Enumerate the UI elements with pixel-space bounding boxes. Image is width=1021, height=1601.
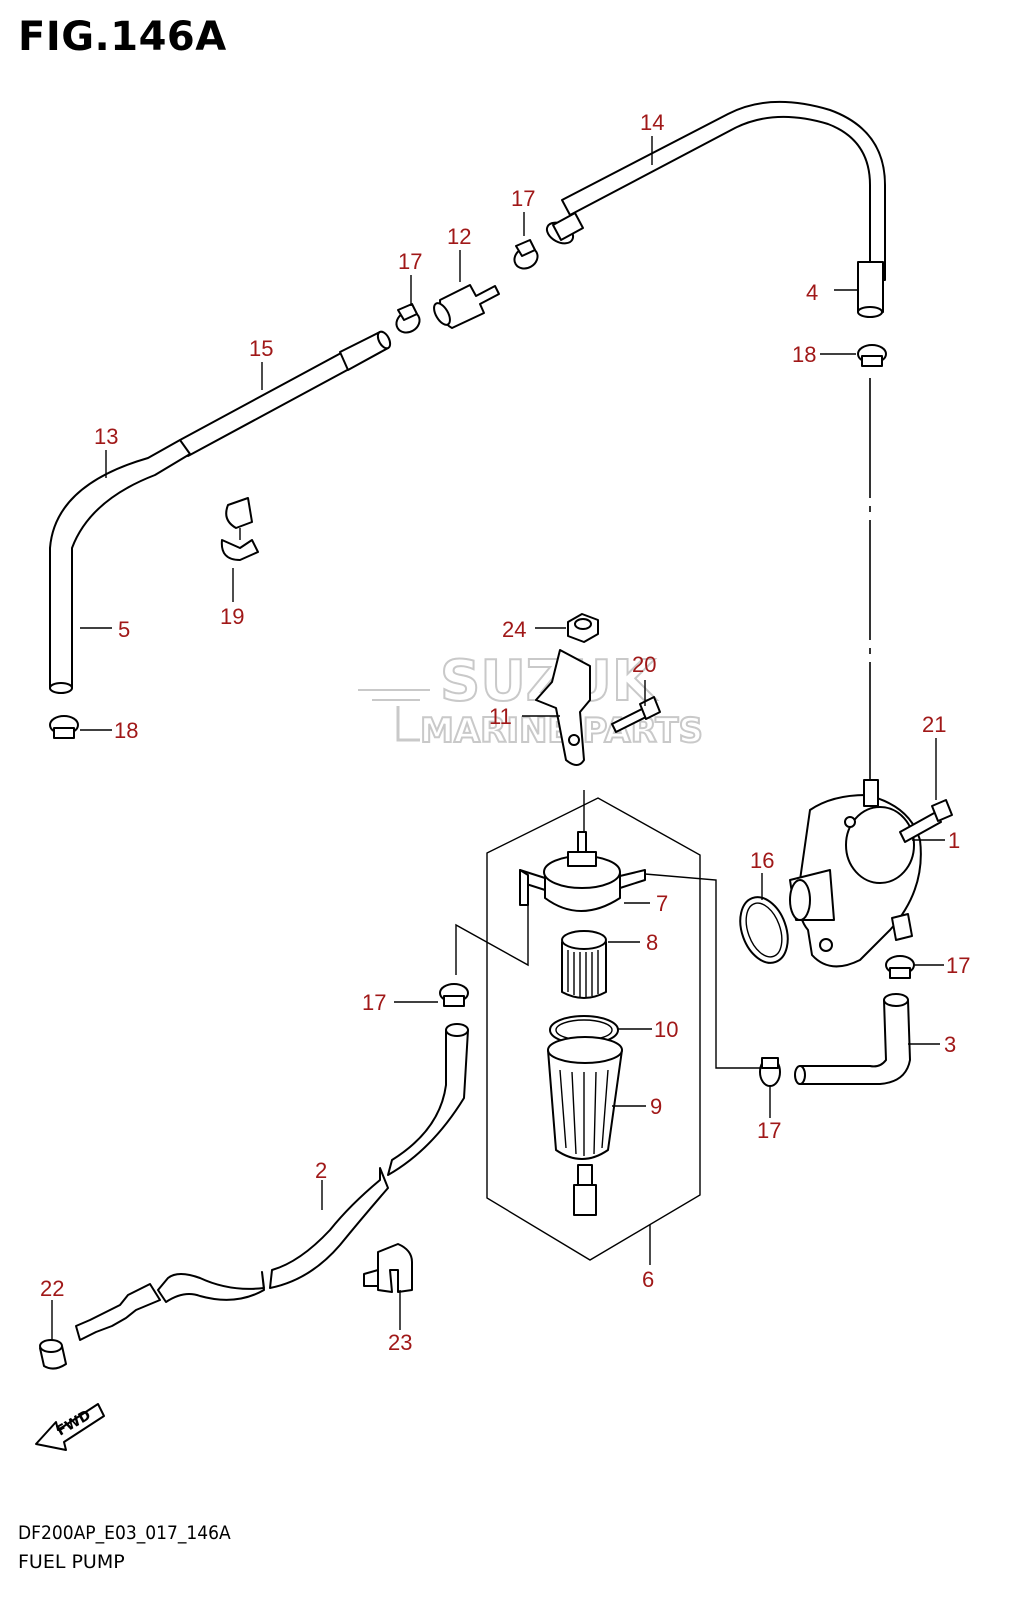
callout-18: 18 [792,342,816,367]
clamp-17-lower [759,1057,781,1087]
callout-20: 20 [632,652,656,677]
callout-22: 23 [388,1330,412,1355]
callout-4: 4 [806,280,818,305]
clamp-17-left [439,983,469,1007]
callout-12: 12 [447,224,471,249]
callout-9: 9 [650,1094,662,1119]
figure-name: FUEL PUMP [18,1551,125,1573]
clamp-17-top [513,239,539,270]
leader-lines [51,136,945,1340]
filter-assembly-outline [486,797,701,1261]
callout-19: 19 [220,604,244,629]
clamp-19 [220,497,259,561]
callout-13: 13 [94,424,118,449]
callout-17: 17 [757,1118,781,1143]
callout-7: 7 [656,891,668,916]
hose-14 [545,100,886,281]
callout-24: 22 [40,1276,64,1301]
callout-15: 15 [249,336,273,361]
clamp-17-mid [395,303,421,334]
hose-13 [49,439,191,694]
joint-12 [433,284,500,329]
hose-3 [794,993,911,1085]
hose-2 [75,1023,469,1341]
callout-23: 24 [502,617,526,642]
callout-21: 21 [922,712,946,737]
hose-15 [179,330,392,457]
hose-4 [857,261,884,318]
gasket-16 [739,896,789,964]
watermark: SUZUK MARINE PARTS [358,648,704,752]
callout-11: 11 [489,704,512,729]
clamp-22 [363,1243,413,1293]
callout-10: 10 [654,1017,678,1042]
callout-3: 3 [944,1032,956,1057]
callout-17: 17 [511,186,535,211]
filter-cap-7 [519,831,646,912]
bolt-21 [899,799,953,843]
o-ring-10 [549,1015,619,1045]
bracket-11 [535,649,591,766]
callout-1: 1 [948,828,960,853]
nut-23 [567,613,599,643]
callout-18: 18 [114,718,138,743]
callout-17: 17 [362,990,386,1015]
clamp-18-right [857,344,887,367]
fwd-arrow-icon: FWD [35,1403,105,1451]
callout-5: 5 [118,617,130,642]
fuel-pump-1 [789,779,922,968]
callout-16: 16 [750,848,774,873]
callout-8: 8 [646,930,658,955]
clamp-17-right [885,955,915,979]
bolt-20 [611,696,661,733]
callout-2: 2 [315,1158,327,1183]
filter-bowl-9 [547,1036,623,1216]
callout-6: 6 [642,1267,654,1292]
callout-17: 17 [946,953,970,978]
figure-title: FIG.146A [18,14,227,60]
clamp-18-left [49,715,79,739]
callout-17: 17 [398,249,422,274]
callout-14: 14 [640,110,664,135]
cap-24 [39,1339,67,1370]
model-code: DF200AP_E03_017_146A [18,1522,231,1544]
callouts: 14 17 12 17 15 13 5 4 18 18 19 24 20 11 … [40,110,970,1355]
filter-element-8 [561,930,607,999]
